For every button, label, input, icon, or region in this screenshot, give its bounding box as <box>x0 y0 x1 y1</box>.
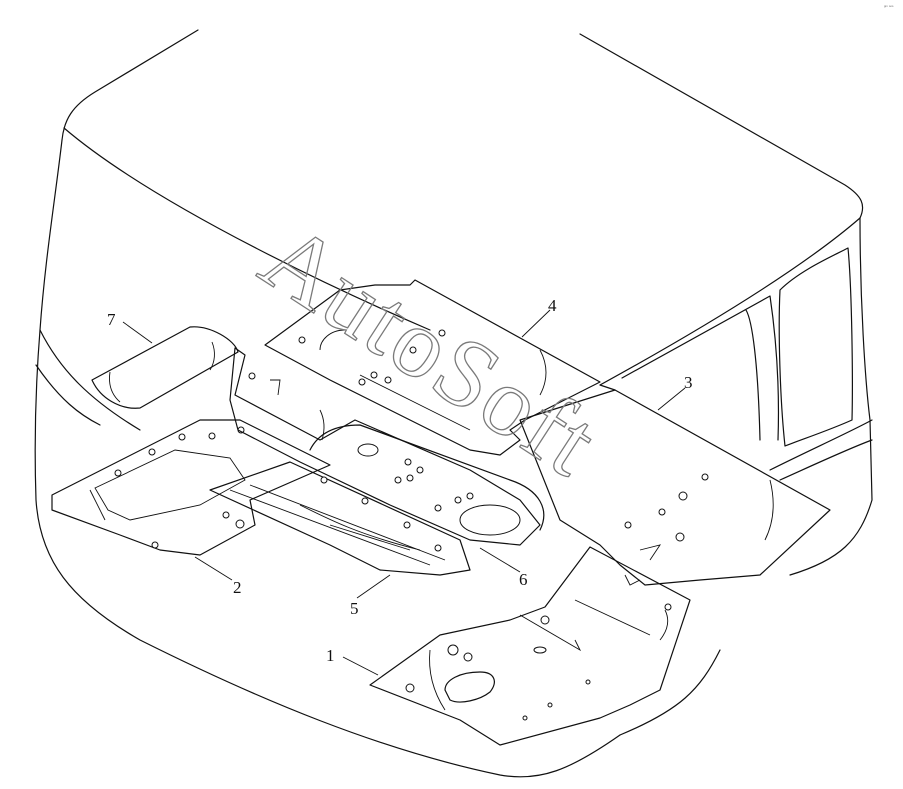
part-5-tunnel-cover <box>209 461 471 576</box>
callout-7: 7 <box>107 310 116 329</box>
corner-mark: ᵍᵐ ᵒᵒᵒ <box>884 4 894 9</box>
leader-lines <box>122 309 686 676</box>
part-1-floor-mat <box>369 546 691 746</box>
callout-2: 2 <box>233 578 242 597</box>
callout-5: 5 <box>350 599 359 618</box>
part-6-engine-cover <box>229 347 545 546</box>
watermark: AutoSoft <box>243 203 617 498</box>
part-4-back-panel <box>264 279 601 456</box>
callout-3: 3 <box>684 373 693 392</box>
callout-6: 6 <box>519 570 528 589</box>
part-7-window-panel <box>91 326 239 409</box>
cab-body-outline <box>34 29 873 778</box>
part-3-floor-mat <box>519 389 831 586</box>
part-2-floor-mat <box>51 419 331 556</box>
callout-1: 1 <box>326 646 335 665</box>
callout-4: 4 <box>548 296 557 315</box>
